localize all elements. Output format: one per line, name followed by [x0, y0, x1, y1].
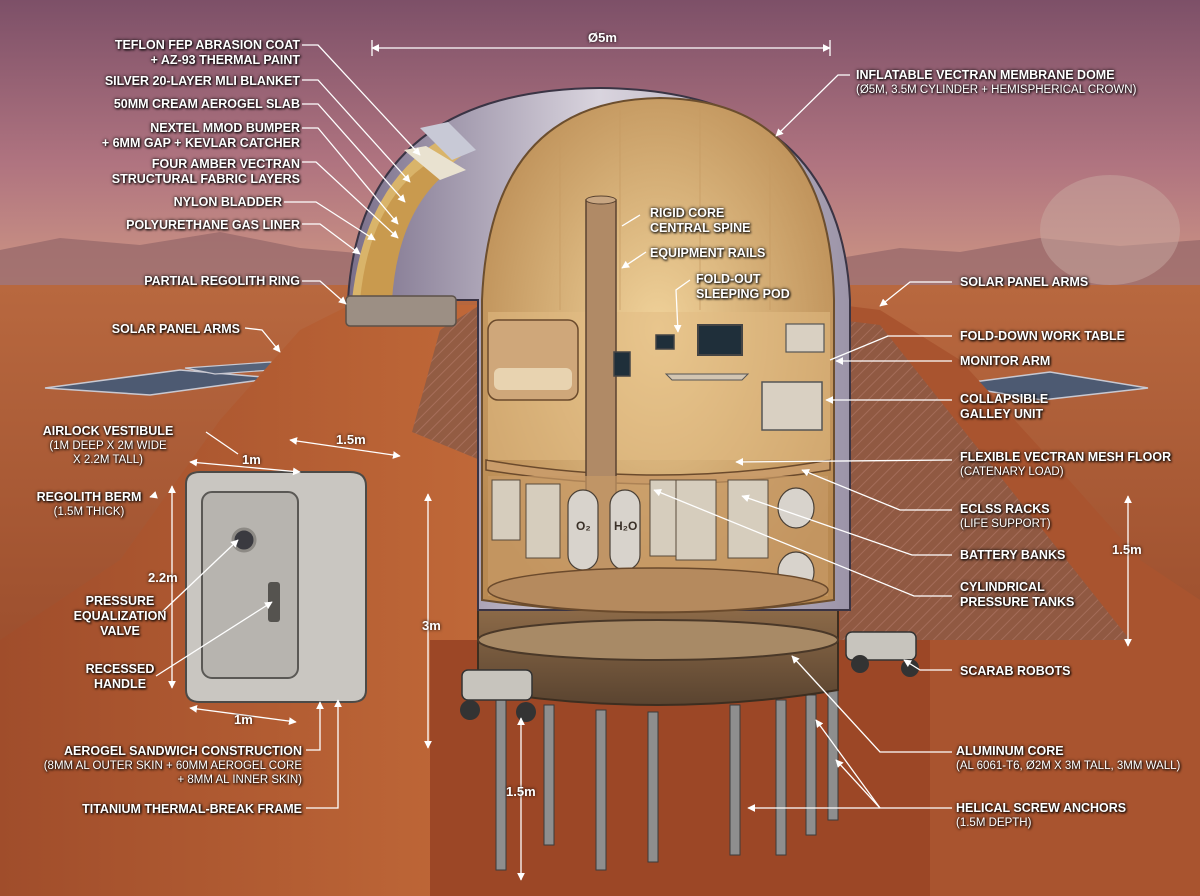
solar-panel-right: [949, 371, 1149, 401]
label-pressure-valve: PRESSURE EQUALIZATION VALVE: [60, 594, 180, 639]
label-aluminum-title: ALUMINUM CORE: [956, 744, 1064, 758]
label-valve-line1: PRESSURE: [85, 594, 155, 608]
label-monitor-arm: MONITOR ARM: [960, 354, 1051, 368]
airlock-vestibule: [185, 471, 367, 703]
label-vectran-sub: STRUCTURAL FABRIC LAYERS: [111, 172, 300, 186]
label-handle-line2: HANDLE: [93, 677, 147, 691]
label-aluminum-sub: (Al 6061-T6, Ø2m x 3m TALL, 3mm WALL): [956, 760, 1181, 772]
label-sandwich-sub2: + 8mm Al INNER SKIN): [177, 774, 302, 786]
label-berm-title: REGOLITH BERM: [36, 490, 142, 504]
label-dome-title: INFLATABLE VECTRAN MEMBRANE DOME: [856, 68, 1115, 82]
wall-cabinet: [785, 323, 825, 353]
label-sandwich-title: AEROGEL SANDWICH CONSTRUCTION: [64, 744, 302, 758]
label-vectran-dome: INFLATABLE VECTRAN MEMBRANE DOME (Ø5m, 3…: [856, 68, 1136, 97]
dust-plume: [1040, 175, 1180, 285]
helical-screw-anchors: [495, 689, 839, 871]
label-equipment-rails: EQUIPMENT RAILS: [650, 246, 766, 260]
label-dome-sub: (Ø5m, 3.5m CYLINDER + HEMISPHERICAL CROW…: [856, 84, 1137, 96]
label-nextel-title: NEXTEL MMOD BUMPER: [150, 121, 300, 135]
label-regolith-berm: REGOLITH BERM (1.5m THICK): [24, 490, 154, 519]
regolith-ring: [345, 295, 457, 327]
monitor-large: [697, 324, 743, 356]
berm-cut-left: [412, 305, 480, 460]
dim-side-height: 1.5m: [1112, 542, 1142, 557]
label-core-line2: CENTRAL SPINE: [650, 221, 751, 235]
label-aluminum-core: ALUMINUM CORE (Al 6061-T6, Ø2m x 3m TALL…: [956, 744, 1180, 773]
label-aerogel-sandwich: AEROGEL SANDWICH CONSTRUCTION (8mm Al OU…: [10, 744, 302, 787]
label-mesh-floor: FLEXIBLE VECTRAN MESH FLOOR (CATENARY LO…: [960, 450, 1171, 479]
label-eclss-title: ECLSS RACKS: [960, 502, 1050, 516]
label-teflon-sub: + AZ-93 THERMAL PAINT: [150, 53, 300, 67]
label-screw-anchors: HELICAL SCREW ANCHORS (1.5m DEPTH): [956, 801, 1126, 830]
dome-ribs: [559, 108, 771, 310]
label-eclss-sub: (LIFE SUPPORT): [960, 518, 1051, 530]
sleeping-pod: [487, 319, 579, 401]
scarab-robot-right: [845, 631, 919, 677]
label-scarab-robots: SCARAB ROBOTS: [960, 664, 1071, 678]
label-galley-line2: GALLEY UNIT: [960, 407, 1044, 421]
dim-vestibule-depth: 1m: [234, 712, 253, 727]
label-pressure-tanks: CYLINDRICAL PRESSURE TANKS: [960, 580, 1074, 610]
monitor-small: [655, 334, 675, 350]
label-teflon-title: TEFLON FEP ABRASION COAT: [114, 38, 300, 52]
label-anchors-title: HELICAL SCREW ANCHORS: [956, 801, 1127, 815]
label-eclss-racks: ECLSS RACKS (LIFE SUPPORT): [960, 502, 1051, 531]
label-recessed-handle: RECESSED HANDLE: [60, 662, 180, 692]
label-solar-right: SOLAR PANEL ARMS: [960, 275, 1089, 289]
base-ring: [477, 619, 839, 661]
label-work-table: FOLD-DOWN WORK TABLE: [960, 329, 1126, 343]
label-titanium-frame: TITANIUM THERMAL-BREAK FRAME: [82, 802, 302, 816]
label-teflon-coat: TEFLON FEP ABRASION COAT + AZ-93 THERMAL…: [104, 38, 300, 67]
label-nylon-bladder: NYLON BLADDER: [173, 195, 282, 209]
label-handle-line1: RECESSED: [85, 662, 155, 676]
label-core-line1: RIGID CORE: [650, 206, 725, 220]
label-battery-banks: BATTERY BANKS: [960, 548, 1066, 562]
label-anchors-sub: (1.5m DEPTH): [956, 817, 1032, 829]
label-pod-line1: FOLD-OUT: [696, 272, 761, 286]
label-tanks-line1: CYLINDRICAL: [960, 580, 1045, 594]
label-pod-line2: SLEEPING POD: [696, 287, 790, 301]
label-nextel-sub: + 6mm GAP + KEVLAR CATCHER: [101, 136, 300, 150]
label-vectran-title: FOUR AMBER VECTRAN: [151, 157, 300, 171]
label-airlock-sub1: (1m DEEP x 2m WIDE: [49, 440, 167, 452]
monitor-spine: [613, 351, 631, 377]
label-floor-title: FLEXIBLE VECTRAN MESH FLOOR: [960, 450, 1172, 464]
dimension-lines: [168, 40, 1132, 881]
label-airlock-title: AIRLOCK VESTIBULE: [42, 424, 174, 438]
label-regolith-ring: PARTIAL REGOLITH RING: [144, 274, 300, 288]
label-valve-line2: EQUALIZATION: [73, 609, 167, 623]
label-airlock-sub2: x 2.2m TALL): [73, 454, 143, 466]
label-vectran-layers: FOUR AMBER VECTRAN STRUCTURAL FABRIC LAY…: [80, 157, 300, 186]
work-table: [664, 373, 750, 381]
label-aerogel-slab: 50mm CREAM AEROGEL SLAB: [113, 97, 300, 111]
label-sandwich-sub1: (8mm Al OUTER SKIN + 60mm AEROGEL CORE: [43, 760, 302, 772]
dim-anchor-depth: 1.5m: [506, 784, 536, 799]
label-galley-line1: COLLAPSIBLE: [960, 392, 1049, 406]
label-solar-left: SOLAR PANEL ARMS: [111, 322, 240, 336]
label-floor-sub: (CATENARY LOAD): [960, 466, 1064, 478]
label-sleeping-pod: FOLD-OUT SLEEPING POD: [696, 272, 790, 302]
dim-core-height: 3m: [422, 618, 441, 633]
dim-vestibule-height: 2.2m: [148, 570, 178, 585]
lower-floor: [487, 567, 829, 613]
label-airlock-vestibule: AIRLOCK VESTIBULE (1m DEEP x 2m WIDE x 2…: [34, 424, 182, 467]
label-valve-line3: VALVE: [100, 624, 140, 638]
label-rigid-core: RIGID CORE CENTRAL SPINE: [650, 206, 750, 236]
scarab-robot-left: [460, 669, 536, 722]
label-mli-blanket: SILVER 20-LAYER MLI BLANKET: [104, 74, 300, 88]
dim-vestibule-width: 1m: [242, 452, 261, 467]
tank-label-o2: O₂: [576, 519, 591, 533]
label-polyurethane-liner: POLYURETHANE GAS LINER: [126, 218, 300, 232]
label-tanks-line2: PRESSURE TANKS: [960, 595, 1075, 609]
galley-unit: [761, 381, 823, 431]
dim-berm-width: 1.5m: [336, 432, 366, 447]
tank-label-h2o: H₂O: [614, 519, 637, 533]
leader-lines: [149, 44, 953, 812]
label-berm-sub: (1.5m THICK): [53, 506, 125, 518]
label-galley-unit: COLLAPSIBLE GALLEY UNIT: [960, 392, 1048, 422]
dim-dome-diameter: Ø5m: [588, 30, 617, 45]
label-nextel-bumper: NEXTEL MMOD BUMPER + 6mm GAP + KEVLAR CA…: [80, 121, 300, 150]
